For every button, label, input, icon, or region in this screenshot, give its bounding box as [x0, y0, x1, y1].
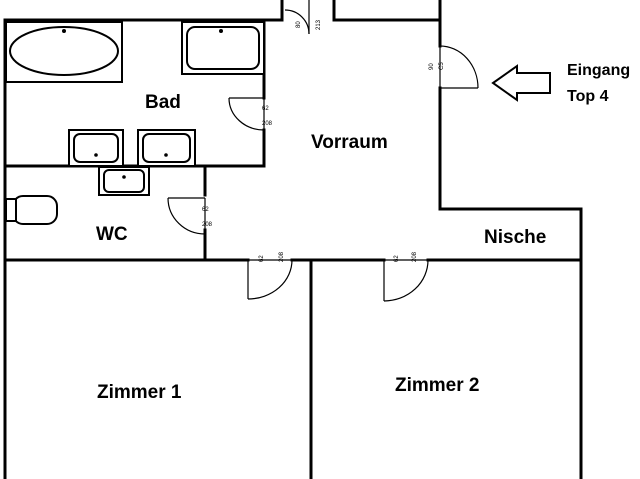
door-bad-dim-b: 208 [262, 121, 273, 127]
door-zimmer2: 62 208 [383, 251, 429, 302]
room-label-wc: WC [96, 224, 128, 245]
door-zimmer1-dim-b: 208 [279, 251, 285, 262]
door-wc-dim-b: 208 [202, 222, 213, 228]
door-wc: 62 208 [167, 197, 213, 235]
door-top: 80 213 [284, 0, 322, 35]
room-label-nische: Nische [484, 227, 546, 248]
door-zimmer2-dim-b: 208 [412, 251, 418, 262]
door-bad: 62 208 [228, 97, 273, 131]
door-bad-dim-a: 62 [262, 106, 269, 112]
sink-right-basin [142, 133, 191, 163]
wc-sink-drain-icon [122, 175, 126, 179]
room-label-zimmer2: Zimmer 2 [395, 375, 479, 396]
bathtub-basin [9, 26, 119, 76]
shower-drain-icon [219, 29, 223, 33]
bathtub-drain-icon [62, 29, 66, 33]
entrance-arrow-icon [491, 64, 551, 102]
door-zimmer1: 62 208 [247, 251, 293, 300]
door-wc-dim-a: 62 [202, 207, 209, 213]
door-entrance-dim-a: 90 [429, 63, 435, 70]
room-label-vorraum: Vorraum [311, 132, 388, 153]
door-top-dim-a: 80 [296, 21, 302, 28]
doors: 80 213 90 C5 62 208 62 208 [167, 0, 479, 302]
entrance-label-line2: Top 4 [567, 88, 609, 105]
sink-left-basin [73, 133, 119, 163]
door-zimmer1-dim-a: 62 [259, 255, 265, 262]
door-zimmer2-dim-a: 62 [394, 255, 400, 262]
fixtures [5, 21, 265, 225]
toilet-tank [5, 198, 17, 222]
room-label-zimmer1: Zimmer 1 [97, 382, 182, 403]
toilet-bowl [12, 195, 58, 225]
sink-left-drain-icon [94, 153, 98, 157]
room-label-bad: Bad [145, 92, 181, 113]
door-entrance: 90 C5 [429, 45, 479, 89]
door-entrance-dim-b: C5 [439, 62, 445, 70]
sink-right-drain-icon [164, 153, 168, 157]
door-top-dim-b: 213 [316, 19, 322, 30]
entrance-label-line1: Eingang [567, 62, 630, 79]
shower-tray [186, 26, 260, 70]
wc-sink-basin [103, 169, 145, 193]
